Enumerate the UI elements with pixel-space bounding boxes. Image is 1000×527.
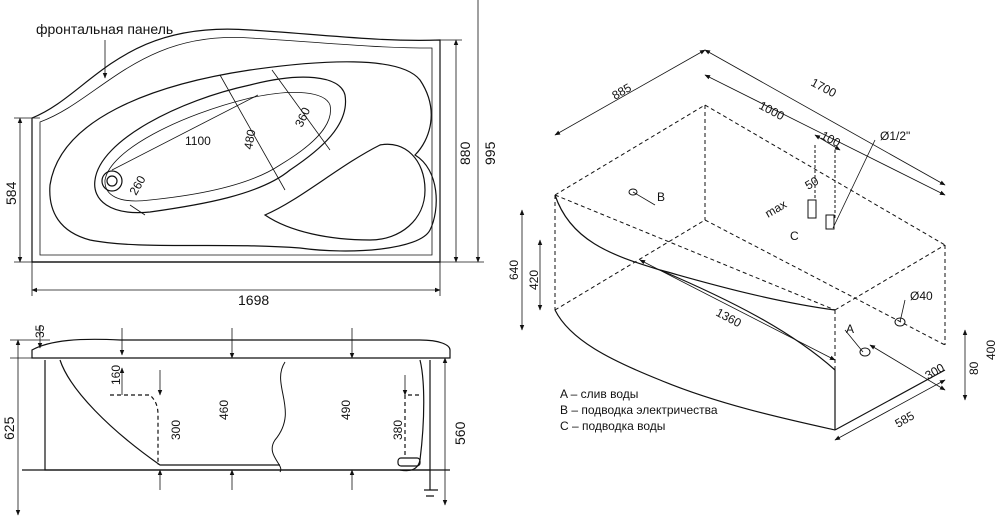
dim-880: 880 [457,141,473,165]
dim-80: 80 [967,361,981,375]
dim-160: 160 [109,365,123,385]
dim-50: 50 [803,174,822,193]
bowl-inner [94,76,347,214]
dim-400: 400 [984,340,998,360]
bowl-dashed [110,394,159,465]
dim-380: 380 [391,420,405,440]
dim-360: 360 [292,105,313,129]
dim-420: 420 [527,270,541,290]
point-b: B [657,190,665,204]
tub-rim-inner [39,36,433,256]
top-view [31,28,441,263]
dim-625: 625 [1,416,17,440]
dim-260: 260 [126,173,148,198]
legend-item-b: B – подводка электричества [560,403,718,417]
dim-35: 35 [33,324,47,338]
tub-rim-side [31,338,451,359]
dim-300-iso: 300 [923,360,948,382]
dim-1700: 1700 [809,75,839,100]
frontal-panel-label: фронтальная панель [36,21,173,37]
tub-body-side [44,360,431,471]
dim-584: 584 [3,181,19,205]
dim-490: 490 [339,400,353,420]
dim-1000: 1000 [757,98,787,123]
point-c: C [790,229,799,243]
dim-640: 640 [507,260,521,280]
legend-item-c: C – подводка воды [560,419,665,433]
dim-995: 995 [482,141,498,165]
dim-max: max [763,197,790,220]
seat-area [263,143,426,241]
drain-circle [101,170,123,192]
dim-1360: 1360 [714,305,744,330]
dim-560: 560 [452,421,468,445]
dim-885: 885 [610,80,635,102]
legend-item-a: A – слив воды [560,387,638,401]
dim-480: 480 [241,128,258,150]
dim-300-side: 300 [169,420,183,440]
dim-d40: Ø40 [910,289,933,303]
dim-1698: 1698 [238,292,269,308]
iso-view [554,104,946,431]
dim-460: 460 [217,400,231,420]
dim-pipe: Ø1/2" [880,129,910,143]
dim-1100: 1100 [185,134,211,148]
side-view [22,338,451,497]
dim-585: 585 [893,408,918,430]
iso-front-panel [554,194,836,371]
bowl-outline [49,61,437,252]
point-a: A [846,322,854,336]
dim-100: 100 [819,128,844,150]
legend: A – слив воды B – подводка электричества… [560,387,718,433]
tub-outline-top [31,28,441,263]
